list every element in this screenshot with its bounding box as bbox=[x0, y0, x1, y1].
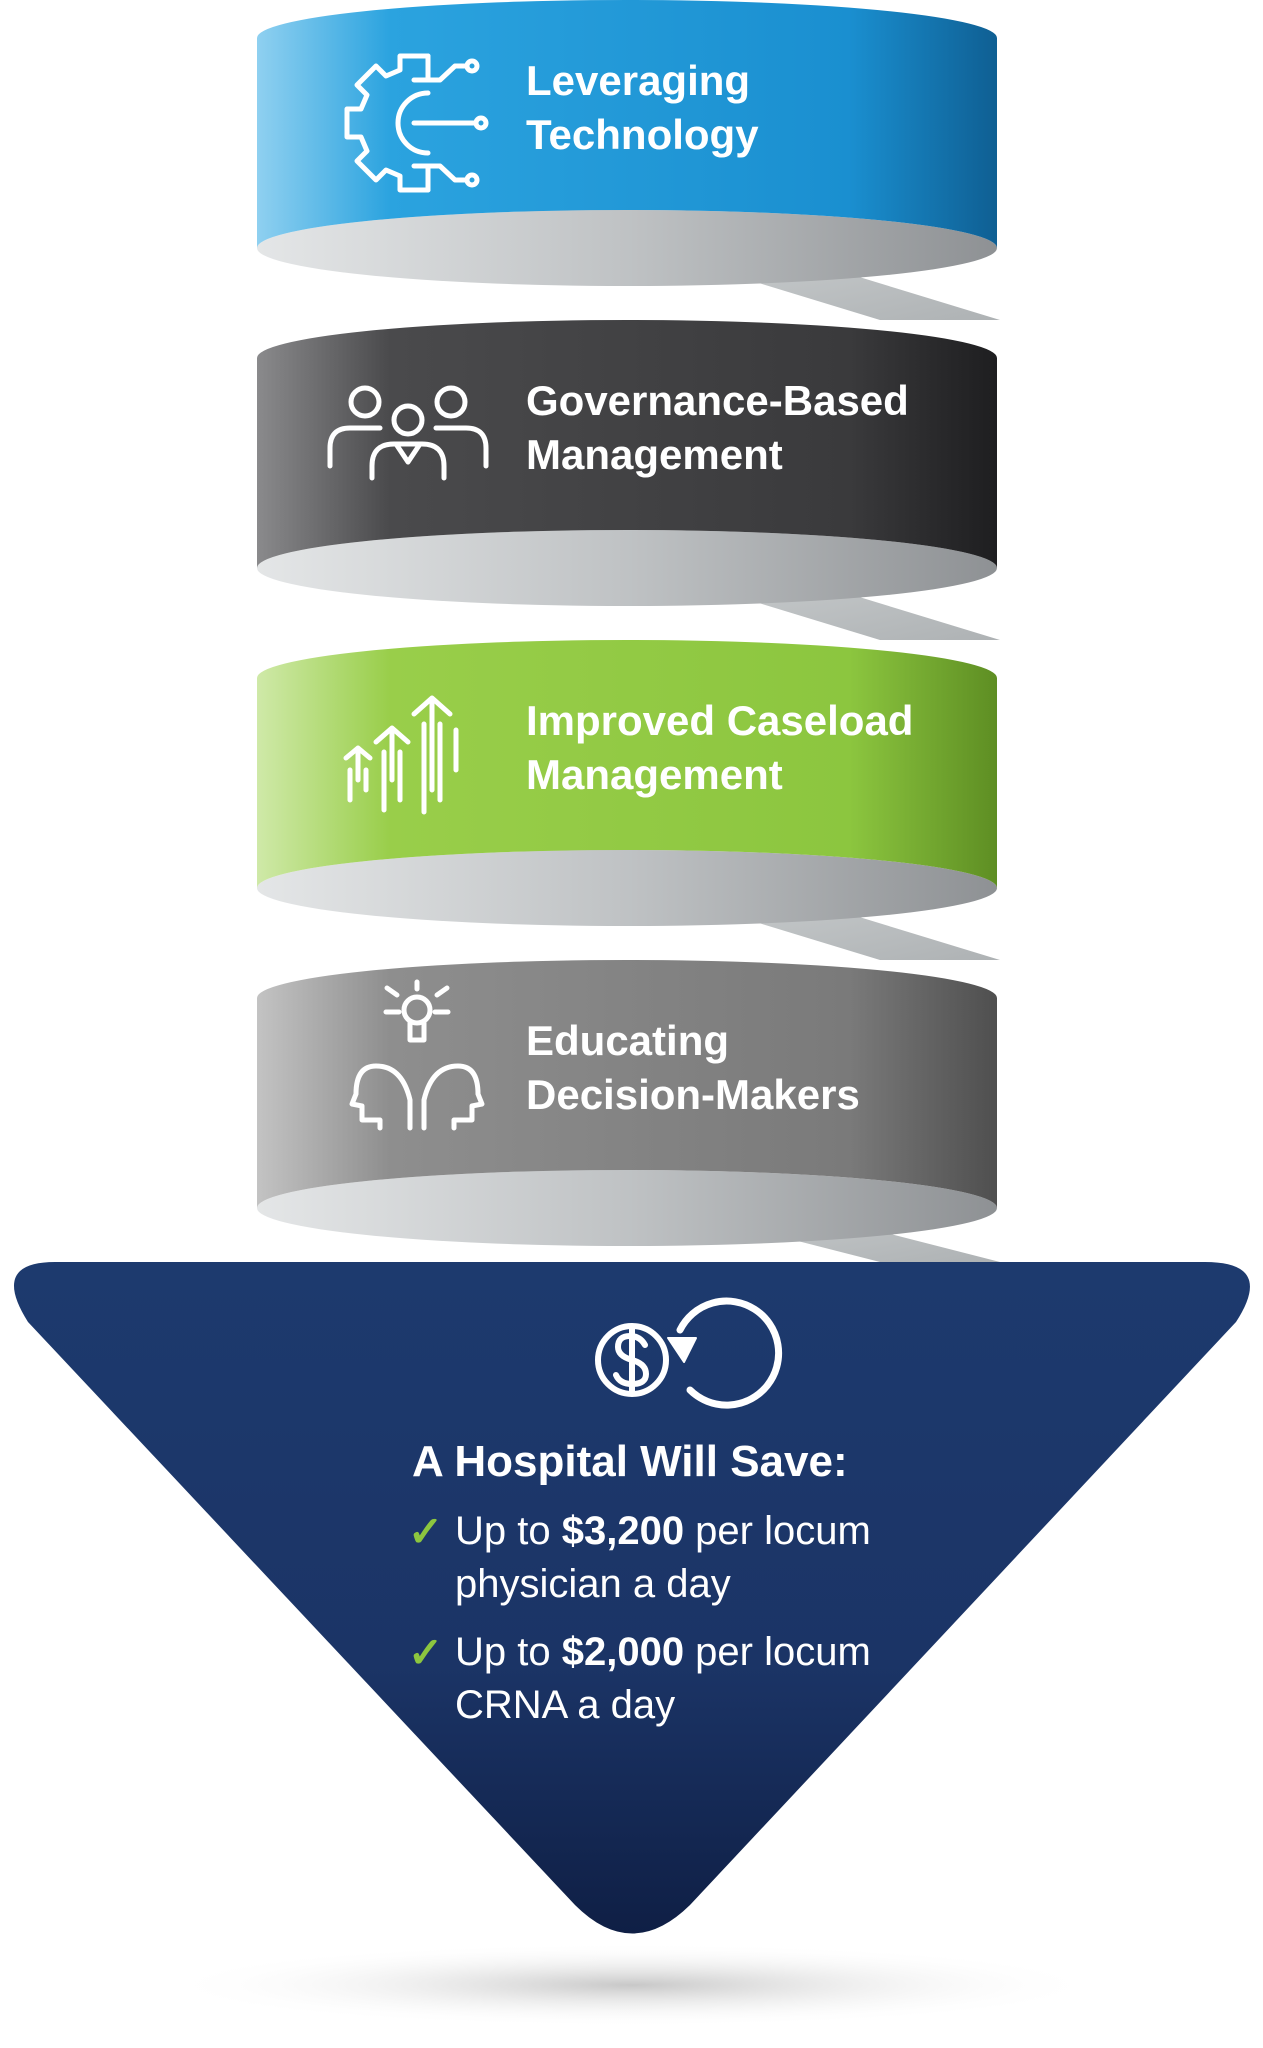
step-2-line-1: Governance-Based bbox=[526, 377, 909, 424]
ribbon-curl bbox=[257, 210, 997, 286]
step-3-line-1: Improved Caseload bbox=[526, 697, 914, 744]
ribbon-curl bbox=[257, 850, 997, 926]
savings-item-1-line-2: physician a day bbox=[455, 1562, 731, 1606]
step-4-line-1: Educating bbox=[526, 1017, 730, 1064]
gear-circuit-icon bbox=[344, 53, 489, 193]
savings-arrow bbox=[13, 1262, 1250, 1934]
rising-arrows-icon bbox=[343, 695, 459, 815]
step-4-line-2: Decision-Makers bbox=[526, 1071, 860, 1118]
step-1-line-2: Technology bbox=[526, 111, 759, 158]
step-2-line-2: Management bbox=[526, 431, 783, 478]
heads-lightbulb-icon bbox=[349, 979, 485, 1131]
band-leveraging-technology bbox=[257, 0, 997, 248]
savings-item-2-line-1: Up to $2,000 per locum bbox=[455, 1630, 871, 1674]
dollar-cycle-icon bbox=[595, 1297, 783, 1409]
step-3-line-2: Management bbox=[526, 751, 783, 798]
arrow-shadow bbox=[162, 1943, 1102, 2027]
team-people-icon bbox=[327, 385, 489, 481]
savings-item-1-line-1: Up to $3,200 per locum bbox=[455, 1509, 871, 1553]
step-1-line-1: Leveraging bbox=[526, 57, 751, 104]
ribbon-curl bbox=[257, 530, 997, 606]
band-educating bbox=[257, 960, 997, 1208]
savings-title: A Hospital Will Save: bbox=[412, 1437, 848, 1486]
savings-item-2-line-2: CRNA a day bbox=[455, 1683, 676, 1727]
band-governance bbox=[257, 320, 997, 568]
check-icon: ✓ bbox=[408, 1629, 444, 1676]
ribbon-curl bbox=[257, 1170, 997, 1246]
check-icon: ✓ bbox=[408, 1508, 444, 1555]
band-caseload bbox=[257, 640, 997, 888]
